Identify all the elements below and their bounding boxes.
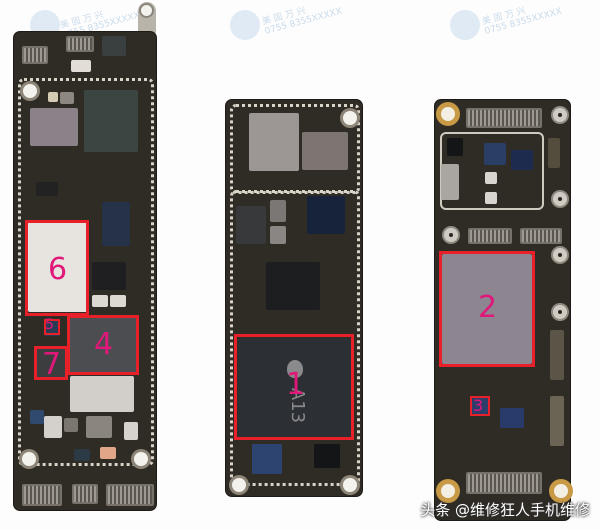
annotation-box-6 [25, 220, 89, 316]
screw-icon [553, 305, 567, 319]
ic-chip [307, 196, 345, 234]
ic-chip [84, 90, 138, 152]
connector [22, 484, 62, 506]
mount-hole [22, 452, 36, 466]
middle-board-shield-outline [230, 190, 360, 486]
ic-chip [48, 92, 58, 102]
annotation-box-4 [67, 315, 139, 375]
source-caption: 头条 @维修狂人手机维修 [420, 501, 590, 519]
screw-icon [444, 228, 458, 242]
annotation-label-3: 3 [473, 396, 484, 415]
ic-chip [30, 108, 78, 146]
connector [466, 108, 542, 128]
ic-chip [249, 113, 299, 171]
mount-hole [232, 478, 246, 492]
ic-chip [550, 396, 564, 446]
ic-chip [236, 206, 266, 244]
ic-chip [74, 449, 90, 461]
watermark-logo-icon [230, 10, 260, 40]
ic-chip [314, 444, 340, 468]
ic-chip-4 [68, 318, 138, 374]
connector [466, 472, 542, 494]
screw-icon [553, 192, 567, 206]
annotation-box-5 [44, 319, 60, 335]
mount-hole [554, 484, 568, 498]
ic-chip [441, 164, 459, 200]
screw-icon [553, 248, 567, 262]
ic-chip [36, 182, 58, 196]
ic-chip [511, 150, 533, 170]
ic-chip [447, 138, 463, 156]
ic-chip-5 [44, 320, 60, 336]
watermark-logo-icon [450, 10, 480, 40]
ic-chip [484, 143, 506, 165]
ic-chip-6 [28, 222, 88, 312]
connector [66, 36, 94, 52]
annotation-label-4: 4 [94, 327, 114, 362]
ic-chip [30, 410, 44, 424]
bracket-hole [141, 5, 152, 16]
annotation-label-6: 6 [48, 252, 68, 287]
ic-chip [302, 132, 348, 170]
ic-chip [92, 262, 126, 290]
ic-chip [110, 295, 126, 307]
ic-chip [60, 92, 74, 104]
ic-chip [270, 200, 286, 222]
mount-hole [343, 111, 357, 125]
connector [468, 228, 512, 244]
annotation-box-2 [439, 251, 535, 367]
ic-chip [485, 172, 497, 184]
ic-chip-3 [472, 398, 488, 414]
ic-chip [44, 416, 62, 438]
connector [106, 484, 154, 506]
ic-chip [102, 202, 130, 246]
ic-chip [252, 444, 282, 474]
annotation-box-7 [34, 346, 68, 380]
ic-chip [124, 422, 138, 440]
ic-chip [64, 418, 78, 432]
ic-chip [270, 226, 286, 244]
connector [22, 46, 48, 64]
connector [520, 228, 562, 244]
ic-chip [102, 36, 126, 56]
ic-chip-7 [35, 348, 65, 378]
ic-chip [70, 376, 134, 412]
mount-hole [343, 478, 357, 492]
mount-hole [23, 84, 37, 98]
mount-hole [441, 484, 455, 498]
annotation-label-1: 1 [286, 367, 306, 402]
ic-chip [92, 295, 108, 307]
a13-processor [238, 338, 352, 438]
annotation-label-7: 7 [42, 347, 62, 382]
annotation-label-2: 2 [478, 290, 498, 325]
mount-hole [441, 107, 455, 121]
annotation-label-5: 5 [45, 317, 54, 333]
connector [72, 484, 98, 504]
left-board-shield-outline [18, 78, 154, 466]
ic-chip [100, 447, 116, 459]
ic-chip [485, 192, 497, 204]
ic-chip [71, 60, 91, 72]
ic-chip-2 [442, 254, 532, 364]
ic-chip [500, 408, 524, 428]
mount-hole [134, 452, 148, 466]
ic-chip [548, 138, 560, 168]
ic-chip [550, 330, 564, 380]
annotation-box-1 [234, 334, 354, 440]
ic-chip [266, 262, 320, 310]
ic-chip [86, 416, 112, 438]
screw-icon [553, 108, 567, 122]
annotation-box-3 [470, 396, 490, 416]
apple-logo-icon [287, 360, 303, 378]
